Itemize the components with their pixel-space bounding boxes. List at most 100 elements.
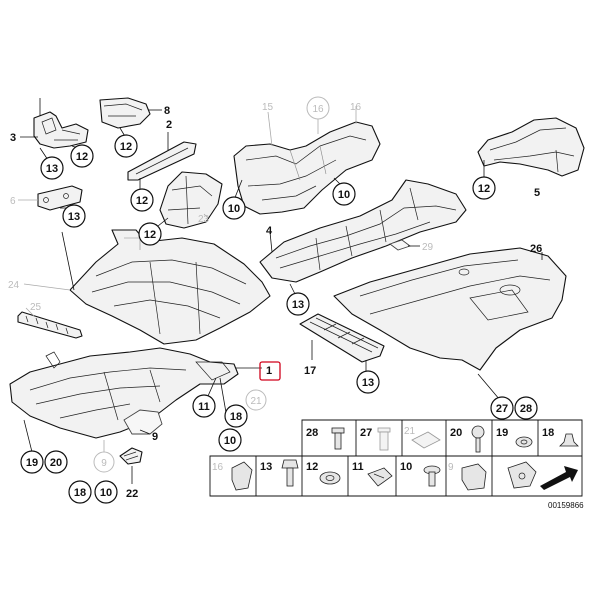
svg-text:21: 21 bbox=[404, 426, 416, 437]
part-22-grille bbox=[299, 313, 385, 363]
part-label-14: 15 bbox=[262, 102, 274, 113]
svg-text:21: 21 bbox=[250, 396, 262, 407]
svg-text:10: 10 bbox=[338, 189, 350, 201]
svg-text:12: 12 bbox=[144, 229, 156, 241]
part-14-tunnel-cover bbox=[233, 121, 381, 215]
part-5-heat-shield bbox=[477, 117, 585, 177]
svg-text:12: 12 bbox=[306, 461, 318, 473]
svg-text:18: 18 bbox=[74, 487, 86, 499]
arrow-icon bbox=[540, 466, 578, 490]
svg-text:12: 12 bbox=[120, 141, 132, 153]
callout-12-e: 12 bbox=[472, 176, 496, 200]
callout-13-d: 13 bbox=[356, 370, 380, 394]
callout-10-a: 10 bbox=[222, 196, 246, 220]
callout-9: 9 bbox=[93, 451, 115, 473]
callout-12-d: 12 bbox=[138, 222, 162, 246]
legend-10: 10 bbox=[400, 461, 441, 487]
svg-text:13: 13 bbox=[260, 461, 272, 473]
callout-13-c: 13 bbox=[286, 292, 310, 316]
legend-11: 11 bbox=[352, 461, 393, 487]
callout-28: 28 bbox=[514, 396, 538, 420]
part-1-front-undertray bbox=[9, 347, 239, 439]
drawing-number: 00159866 bbox=[548, 501, 584, 510]
svg-text:13: 13 bbox=[292, 299, 304, 311]
callout-13-b: 13 bbox=[62, 204, 86, 228]
svg-text:13: 13 bbox=[68, 211, 80, 223]
part-23-duct bbox=[159, 171, 223, 229]
part-2-strip bbox=[127, 141, 197, 181]
svg-text:16: 16 bbox=[212, 462, 224, 473]
callout-11: 11 bbox=[192, 394, 216, 418]
svg-text:13: 13 bbox=[362, 377, 374, 389]
part-4-tunnel-shield bbox=[259, 179, 467, 283]
part-label-26: 26 bbox=[530, 243, 542, 255]
svg-text:13: 13 bbox=[46, 163, 58, 175]
svg-text:16: 16 bbox=[312, 104, 324, 115]
part-label-8: 9 bbox=[152, 431, 158, 443]
svg-text:27: 27 bbox=[496, 403, 508, 415]
legend-13: 13 bbox=[260, 459, 299, 487]
callout-12-b: 12 bbox=[114, 134, 138, 158]
callout-21: 21 bbox=[245, 389, 267, 411]
hardware-legend: 28 27 21 20 19 18 16 13 bbox=[209, 419, 583, 497]
part-8-bracket bbox=[123, 409, 163, 435]
part-17-clip bbox=[119, 447, 143, 465]
part-label-1: 1 bbox=[266, 365, 272, 377]
part-label-3: 3 bbox=[10, 132, 16, 144]
svg-text:27: 27 bbox=[360, 427, 372, 439]
svg-text:10: 10 bbox=[400, 461, 412, 473]
svg-text:9: 9 bbox=[448, 462, 454, 473]
svg-text:18: 18 bbox=[230, 411, 242, 423]
svg-text:28: 28 bbox=[306, 427, 318, 439]
callout-20: 20 bbox=[44, 450, 68, 474]
svg-text:10: 10 bbox=[224, 435, 236, 447]
svg-text:9: 9 bbox=[101, 458, 107, 469]
callout-12-c: 12 bbox=[130, 188, 154, 212]
callout-18-a: 18 bbox=[224, 404, 248, 428]
legend-9: 9 bbox=[448, 462, 487, 491]
svg-text:12: 12 bbox=[136, 195, 148, 207]
part-label-29: 29 bbox=[422, 242, 434, 253]
svg-text:11: 11 bbox=[352, 461, 364, 473]
callout-13-a: 13 bbox=[40, 156, 64, 180]
part-label-6: 6 bbox=[10, 196, 16, 207]
part-label-17: 22 bbox=[126, 488, 138, 500]
callout-16-a: 16 bbox=[306, 96, 330, 120]
svg-text:10: 10 bbox=[100, 487, 112, 499]
part-labels: 3 6 8 2 15 16 5 4 29 26 24 25 17 1 9 22 … bbox=[8, 102, 542, 500]
callouts: 13 12 12 13 12 12 10 16 10 12 13 13 27 2… bbox=[20, 96, 538, 504]
legend-18: 18 bbox=[542, 427, 579, 447]
highlight-box bbox=[259, 361, 281, 381]
part-label-22: 17 bbox=[304, 365, 316, 377]
svg-text:11: 11 bbox=[198, 401, 210, 413]
part-label-24: 24 bbox=[8, 280, 20, 291]
callout-10-c: 10 bbox=[218, 428, 242, 452]
callout-18-b: 18 bbox=[68, 480, 92, 504]
part-24-underbody-panel bbox=[69, 229, 271, 345]
legend-16: 16 bbox=[212, 461, 253, 491]
part-label-5: 5 bbox=[534, 187, 540, 199]
svg-text:20: 20 bbox=[450, 427, 462, 439]
svg-text:10: 10 bbox=[228, 203, 240, 215]
part-label-2: 2 bbox=[166, 119, 172, 131]
legend-20: 20 bbox=[450, 425, 485, 453]
callout-27: 27 bbox=[490, 396, 514, 420]
svg-text:12: 12 bbox=[76, 151, 88, 163]
part-label-4: 4 bbox=[266, 225, 273, 237]
callout-10-b: 10 bbox=[332, 182, 356, 206]
legend-clip bbox=[507, 461, 537, 489]
part-26-rear-panel bbox=[333, 247, 567, 371]
part-25-strip bbox=[17, 311, 83, 339]
legend-19: 19 bbox=[496, 427, 533, 448]
svg-text:12: 12 bbox=[478, 183, 490, 195]
svg-text:19: 19 bbox=[496, 427, 508, 439]
part-3-bracket bbox=[33, 111, 89, 149]
legend-12: 12 bbox=[306, 461, 341, 485]
part-label-25: 25 bbox=[30, 302, 42, 313]
part-label-15: 16 bbox=[350, 102, 362, 113]
svg-text:18: 18 bbox=[542, 427, 554, 439]
callout-19: 19 bbox=[20, 450, 44, 474]
callout-12-a: 12 bbox=[70, 144, 94, 168]
legend-28: 28 bbox=[306, 427, 345, 450]
